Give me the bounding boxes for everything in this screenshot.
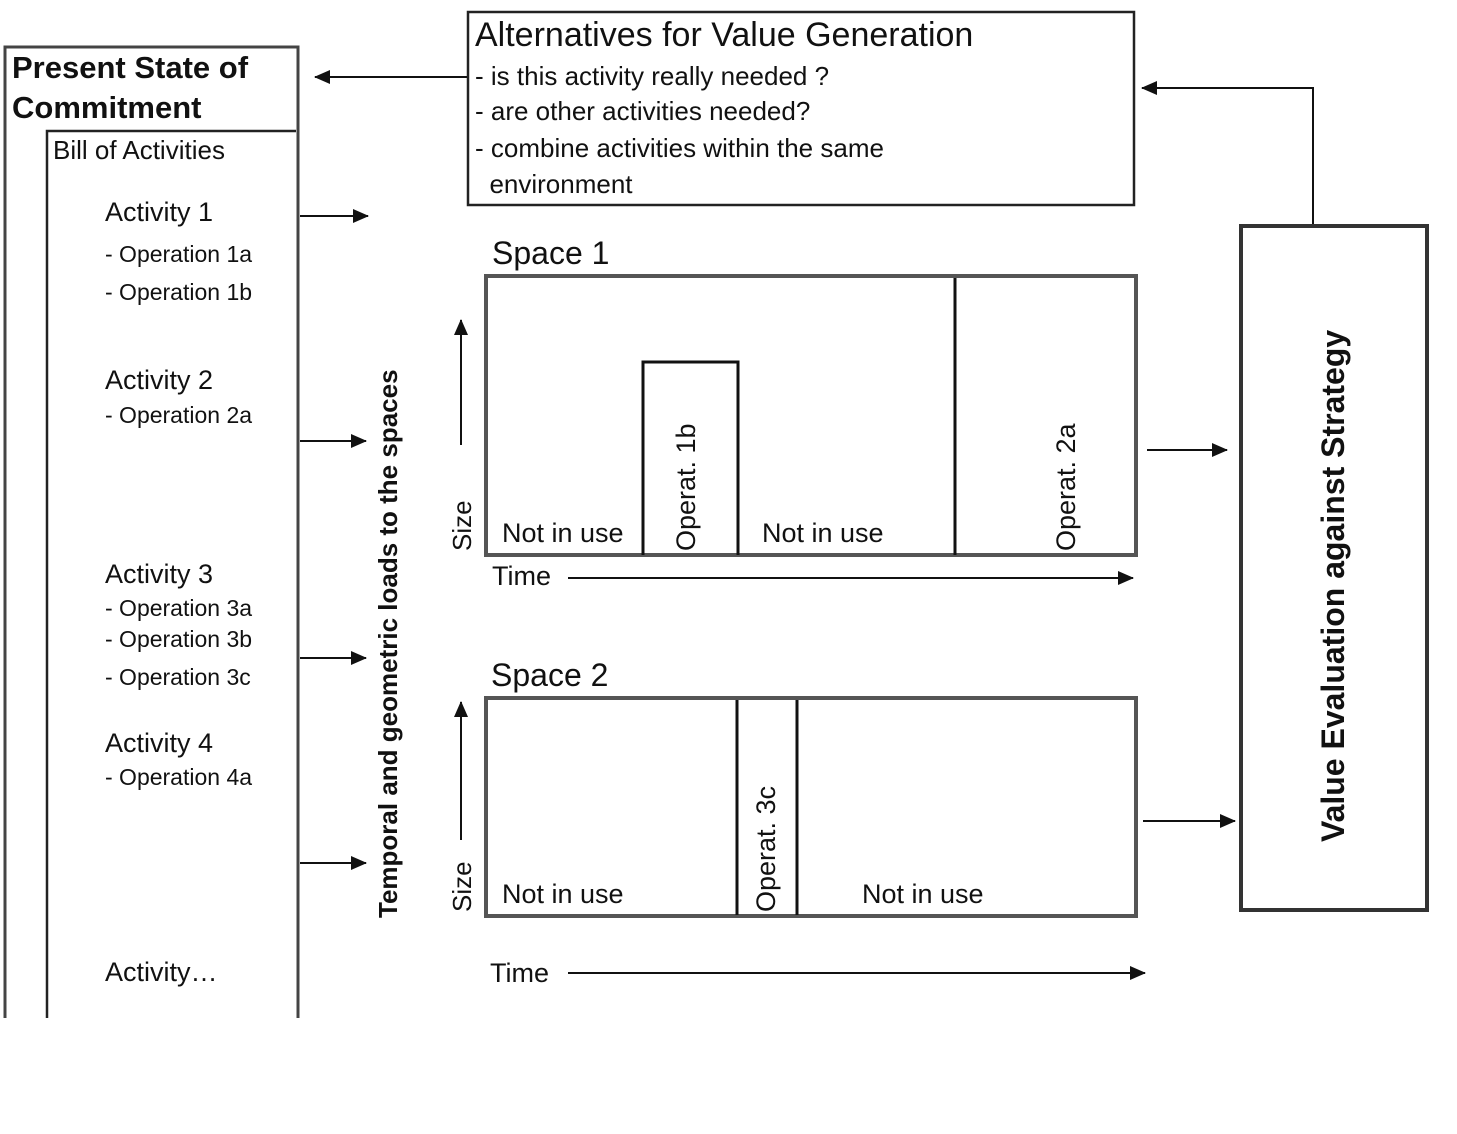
bill-of-activities-label: Bill of Activities: [53, 135, 225, 165]
space1-time-label: Time: [492, 561, 551, 591]
space2-size-label: Size: [447, 861, 477, 912]
space1-segment-operat-1b: Operat. 1b: [671, 423, 701, 551]
space1-title: Space 1: [492, 235, 610, 271]
operation-2a: - Operation 2a: [105, 402, 253, 428]
feedback-arrow: [1141, 81, 1314, 224]
bill-box: [45, 129, 296, 1018]
activity-2: Activity 2: [105, 365, 214, 395]
space2-segment-not-in-use: Not in use: [862, 879, 984, 909]
evaluation-box: [1239, 224, 1429, 912]
activity-3: Activity 3: [105, 559, 214, 589]
operation-3b: - Operation 3b: [105, 626, 253, 652]
space2-box: [484, 696, 1138, 918]
space2-segment-not-in-use: Not in use: [502, 879, 624, 909]
activity-more: Activity…: [105, 957, 218, 987]
commitment-box: [3, 45, 300, 1018]
space2-title: Space 2: [491, 657, 609, 693]
alternatives-line: environment: [475, 169, 633, 199]
alternatives-title: Alternatives for Value Generation: [475, 16, 974, 54]
loads-label: Temporal and geometric loads to the spac…: [373, 369, 403, 918]
operation-4a: - Operation 4a: [105, 764, 253, 790]
space1-segment-operat-2a: Operat. 2a: [1051, 423, 1081, 551]
space1-segment-not-in-use: Not in use: [762, 518, 884, 548]
space2-segment-operat-3c: Operat. 3c: [751, 785, 781, 912]
operation-3c: - Operation 3c: [105, 664, 251, 690]
alternatives-line: - is this activity really needed ?: [475, 61, 830, 91]
commitment-title: Present State of: [12, 50, 249, 85]
operat-1b-block: [641, 360, 740, 555]
space1-box: [484, 274, 1138, 557]
evaluation-label: Value Evaluation against Strategy: [1315, 329, 1351, 842]
operation-1b: - Operation 1b: [105, 279, 253, 305]
alternatives-box: [466, 10, 1136, 207]
commitment-title-2: Commitment: [12, 90, 202, 125]
operation-1a: - Operation 1a: [105, 241, 253, 267]
alternatives-line: - are other activities needed?: [475, 96, 811, 126]
alternatives-line: - combine activities within the same: [475, 133, 884, 163]
activity-4: Activity 4: [105, 728, 214, 758]
space1-size-label: Size: [447, 500, 477, 551]
operation-3a: - Operation 3a: [105, 595, 253, 621]
space2-time-label: Time: [490, 958, 549, 988]
space1-segment-not-in-use: Not in use: [502, 518, 624, 548]
activity-1: Activity 1: [105, 197, 214, 227]
